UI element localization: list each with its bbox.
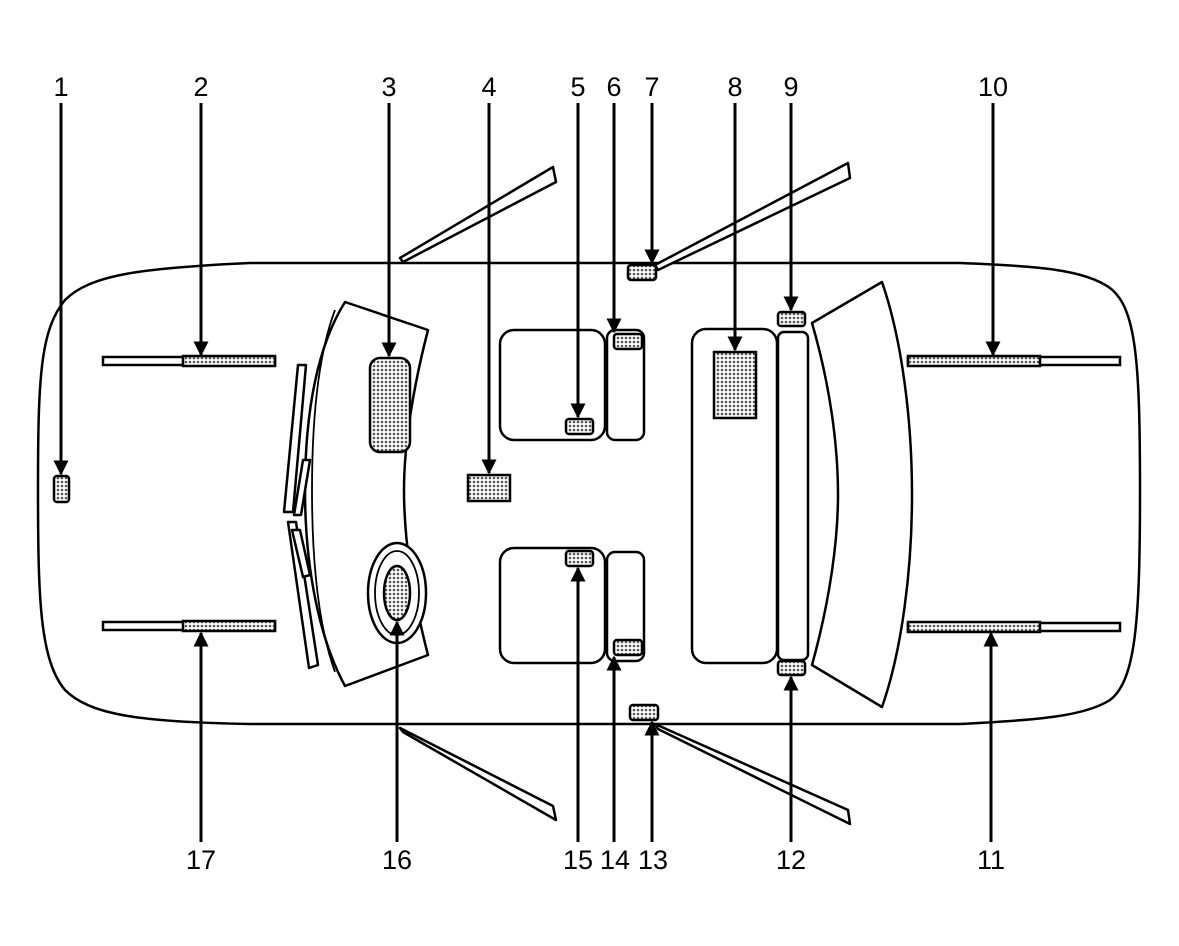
impact-strip-rear-right	[906, 620, 1122, 634]
steering-wheel	[366, 541, 428, 645]
seat-sensor-right	[564, 549, 595, 568]
impact-strip-front-left	[101, 354, 277, 368]
callout-10: 10	[978, 72, 1008, 102]
rear-sensor-right	[776, 659, 807, 677]
impact-strip-front-right	[101, 619, 277, 633]
callouts-bottom: 17 16 15 14 13 12 11	[186, 845, 1005, 875]
leader-lines-bottom	[193, 566, 999, 842]
instrument-panel-airbag-module	[368, 356, 412, 454]
center-console-module	[466, 473, 512, 503]
front-sensor-module	[52, 474, 71, 504]
rear-left-door-line	[653, 161, 852, 272]
callout-15: 15	[563, 845, 593, 875]
callout-5: 5	[570, 72, 585, 102]
callout-7: 7	[644, 72, 659, 102]
front-right-door-line	[398, 726, 558, 822]
callout-8: 8	[727, 72, 742, 102]
rear-sensor-left	[776, 310, 807, 328]
seat-sensor-left	[564, 417, 595, 436]
callout-9: 9	[783, 72, 798, 102]
callout-3: 3	[381, 72, 396, 102]
callout-14: 14	[600, 845, 630, 875]
callout-1: 1	[53, 72, 68, 102]
rear-right-door-line	[653, 722, 852, 826]
callout-2: 2	[193, 72, 208, 102]
door-sensor-left	[626, 263, 658, 282]
leader-lines-top	[53, 103, 1001, 476]
callout-6: 6	[606, 72, 621, 102]
callout-11: 11	[977, 845, 1005, 875]
wiper-left	[282, 363, 312, 517]
seat-belt-sensor-left	[612, 332, 644, 351]
door-sensor-right	[628, 703, 660, 722]
rear-window	[810, 280, 914, 709]
vehicle-body-outline	[36, 261, 1142, 726]
callout-16: 16	[382, 845, 412, 875]
impact-strip-rear-left	[906, 354, 1122, 368]
rear-seat-module	[712, 350, 758, 420]
callout-4: 4	[481, 72, 496, 102]
callout-12: 12	[776, 845, 806, 875]
front-left-door-line	[398, 165, 558, 264]
callout-17: 17	[186, 845, 216, 875]
wiper-right	[286, 520, 320, 670]
seat-belt-sensor-right	[612, 638, 644, 657]
callouts-top: 1 2 3 4 5 6 7 8 9 10	[53, 72, 1008, 102]
callout-13: 13	[638, 845, 668, 875]
